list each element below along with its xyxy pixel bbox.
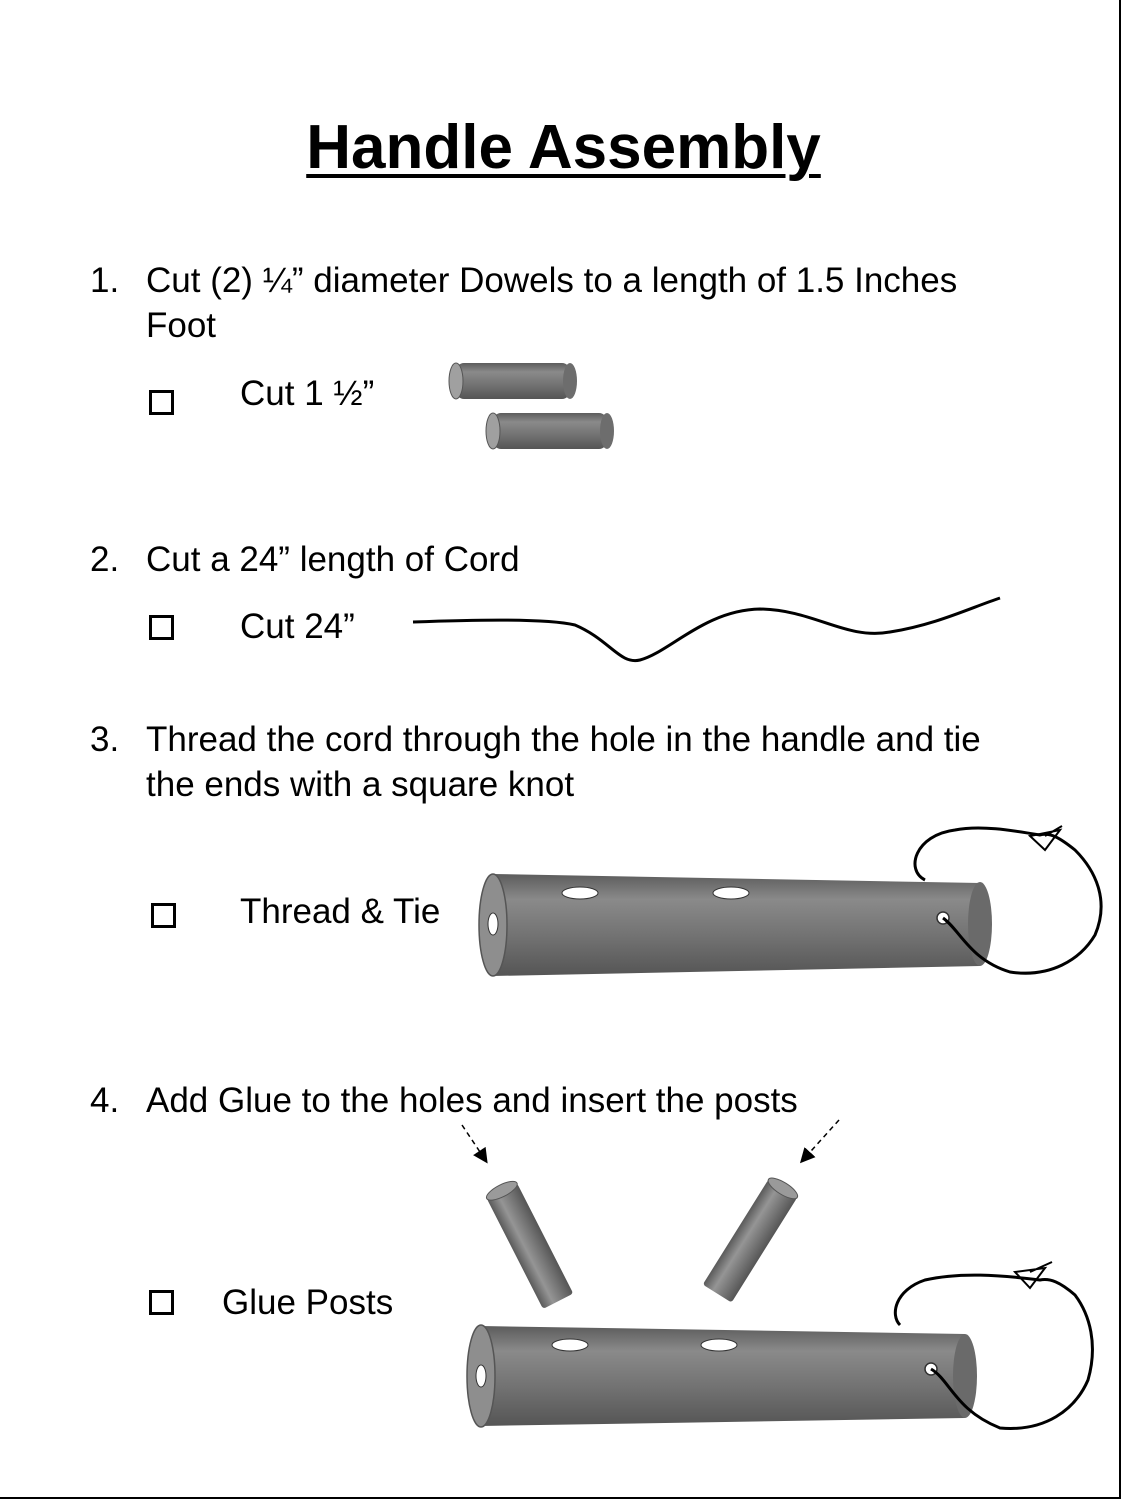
- cord-icon: [913, 826, 1103, 975]
- knot-icon: [1012, 1261, 1053, 1290]
- step-text: Cut (2) ¼” diameter Dowels to a length o…: [146, 261, 958, 345]
- page-title: Handle Assembly: [306, 113, 821, 182]
- checkbox-icon[interactable]: [149, 1290, 174, 1315]
- check-label-cut-dowels: Cut 1 ½”: [240, 374, 375, 413]
- step-text: Cut a 24” length of Cord: [146, 540, 520, 579]
- handle-icon: [478, 873, 992, 977]
- cord-icon: [893, 1273, 1094, 1430]
- handle-icon: [466, 1324, 977, 1428]
- step-text: Add Glue to the holes and insert the pos…: [146, 1081, 798, 1120]
- dowel-icon: [485, 412, 614, 450]
- post-icon: [703, 1177, 799, 1302]
- cord-icon: [412, 596, 1001, 663]
- check-label-thread-tie: Thread & Tie: [240, 892, 441, 931]
- step-number: 3.: [90, 720, 120, 759]
- dashed-arrow-icon: [461, 1124, 488, 1164]
- check-label-glue-posts: Glue Posts: [222, 1283, 394, 1322]
- check-label-cut-cord: Cut 24”: [240, 607, 355, 646]
- step-number: 2.: [90, 540, 120, 579]
- dowel-icon: [448, 362, 577, 400]
- step-number: 1.: [90, 261, 120, 300]
- step-text: Thread the cord through the hole in the …: [146, 720, 981, 804]
- checkbox-icon[interactable]: [151, 903, 176, 928]
- checkbox-icon[interactable]: [149, 615, 174, 640]
- checkbox-icon[interactable]: [149, 390, 174, 415]
- knot-icon: [1027, 825, 1063, 852]
- step-number: 4.: [90, 1081, 120, 1120]
- post-icon: [485, 1180, 573, 1308]
- dashed-arrow-icon: [799, 1119, 840, 1164]
